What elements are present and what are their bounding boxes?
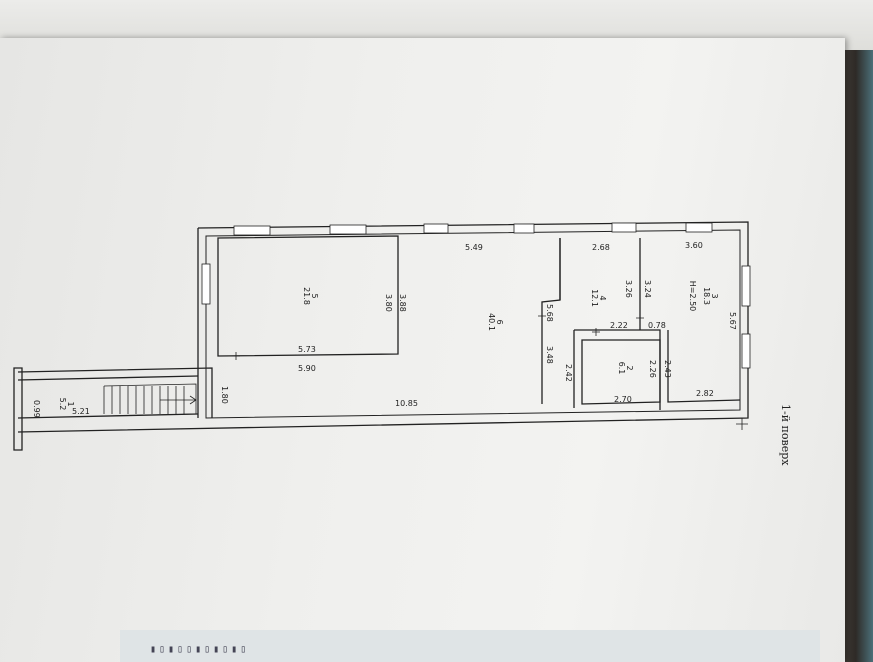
window [513, 223, 535, 234]
dimension: 2.43 [663, 360, 672, 378]
room-6-number: 6 [495, 319, 504, 324]
dimension: 5.68 [545, 304, 554, 322]
dimension: 2.70 [614, 395, 632, 404]
dimension: 2.22 [610, 321, 628, 330]
room-3-number: 3 [710, 293, 719, 298]
dimension: 5.21 [72, 407, 90, 416]
dimension-labels: 5.49 2.68 3.60 3.88 3.80 5.73 5.90 5.68 … [32, 241, 737, 418]
floor-caption: 1-й поверх [779, 404, 792, 466]
dimension: 0.78 [648, 321, 666, 330]
window [741, 265, 751, 307]
room-4-number: 4 [598, 295, 607, 300]
room-5-area: 21.8 [302, 287, 311, 305]
dimension: 1.80 [220, 386, 229, 404]
dimension: 3.24 [643, 280, 652, 298]
dimension: 2.82 [696, 389, 714, 398]
dimension: 10.85 [395, 399, 418, 408]
dimension: 5.90 [298, 364, 316, 373]
window [685, 222, 713, 233]
room-5-outline [217, 235, 399, 357]
dimension: 3.48 [545, 346, 554, 364]
underlying-document-text: ▮▯▮▯▯▮▯▮▯▮▯ [150, 644, 250, 655]
room-3-height: H=2.50 [688, 281, 697, 312]
room-5-number: 5 [310, 293, 319, 298]
dimension: 2.68 [592, 243, 610, 252]
dimension: 2.42 [564, 364, 573, 382]
dimension: 3.26 [624, 280, 633, 298]
room-4-area: 12.1 [590, 289, 599, 307]
window [201, 263, 211, 305]
room-1-number: 1 [66, 401, 75, 406]
room-6-area: 40.1 [487, 313, 496, 331]
window [741, 333, 751, 369]
room-3-area: 18.3 [702, 287, 711, 305]
outer-wall [17, 221, 749, 433]
paper-sheet [0, 38, 845, 662]
room-1-area: 5.2 [58, 398, 67, 411]
dimension: 5.49 [465, 243, 483, 252]
window [233, 225, 271, 236]
dimension: 3.80 [384, 294, 393, 312]
dimension: 5.73 [298, 345, 316, 354]
room-2-number: 2 [625, 365, 634, 370]
room-labels: 5 21.8 6 40.1 4 12.1 2 6.1 3 18.3 H=2.50… [58, 281, 719, 411]
dimension: 0.99 [32, 400, 41, 418]
document-underneath [120, 630, 820, 662]
dimension: 3.88 [398, 294, 407, 312]
room-2-outline [581, 339, 661, 405]
window [611, 222, 637, 233]
dimension: 2.26 [648, 360, 657, 378]
dimension: 5.67 [728, 312, 737, 330]
window [423, 223, 449, 234]
dimension: 3.60 [685, 241, 703, 250]
room-2-area: 6.1 [617, 362, 626, 375]
window [329, 224, 367, 235]
